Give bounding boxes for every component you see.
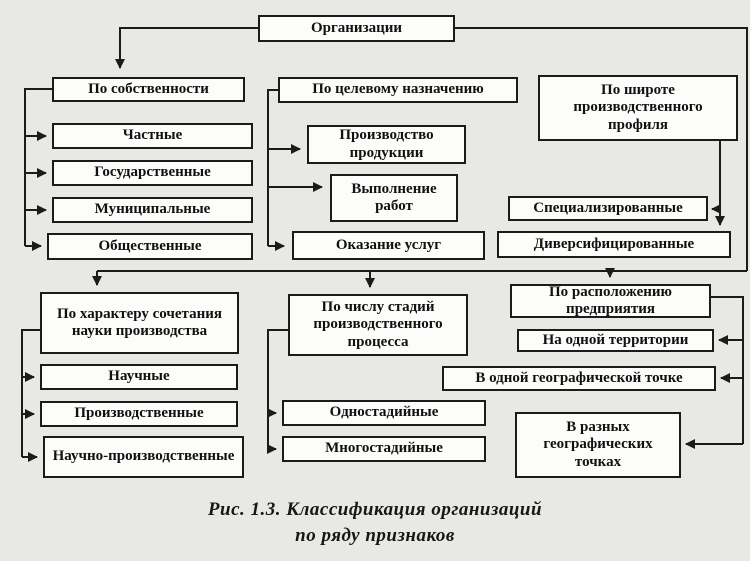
node-by-profile-breadth: По широте производственного профиля xyxy=(538,75,738,141)
node-performance-of-works: Выполнение работ xyxy=(330,174,458,222)
node-organizations: Организации xyxy=(258,15,455,42)
node-scientific-production: Научно-производственные xyxy=(43,436,244,478)
caption-line-2: по ряду признаков xyxy=(295,525,455,546)
node-municipal: Муниципальные xyxy=(52,197,253,223)
node-multi-stage: Многостадийные xyxy=(282,436,486,462)
node-diversified: Диверсифицированные xyxy=(497,231,731,258)
node-private: Частные xyxy=(52,123,253,149)
node-scientific: Научные xyxy=(40,364,238,390)
node-by-location: По расположению предприятия xyxy=(510,284,711,318)
figure-caption: Рис. 1.3. Классификация организаций по р… xyxy=(0,497,750,549)
node-state: Государственные xyxy=(52,160,253,186)
node-public: Общественные xyxy=(47,233,253,260)
node-different-geographic-points: В разных географических точках xyxy=(515,412,681,478)
node-provision-of-services: Оказание услуг xyxy=(292,231,485,260)
node-same-territory: На одной территории xyxy=(517,329,714,352)
node-specialized: Специализированные xyxy=(508,196,708,221)
caption-line-1: Рис. 1.3. Классификация организаций xyxy=(207,499,543,520)
node-single-stage: Одностадийные xyxy=(282,400,486,426)
node-production-of-goods: Производство продукции xyxy=(307,125,466,164)
node-by-ownership: По собственности xyxy=(52,77,245,102)
node-by-process-stages: По числу стадий производственного процес… xyxy=(288,294,468,356)
node-by-science-production-mix: По характеру сочетания науки производств… xyxy=(40,292,239,354)
node-production: Производственные xyxy=(40,401,238,427)
node-same-geographic-point: В одной географической точке xyxy=(442,366,716,391)
node-by-purpose: По целевому назначению xyxy=(278,77,518,103)
